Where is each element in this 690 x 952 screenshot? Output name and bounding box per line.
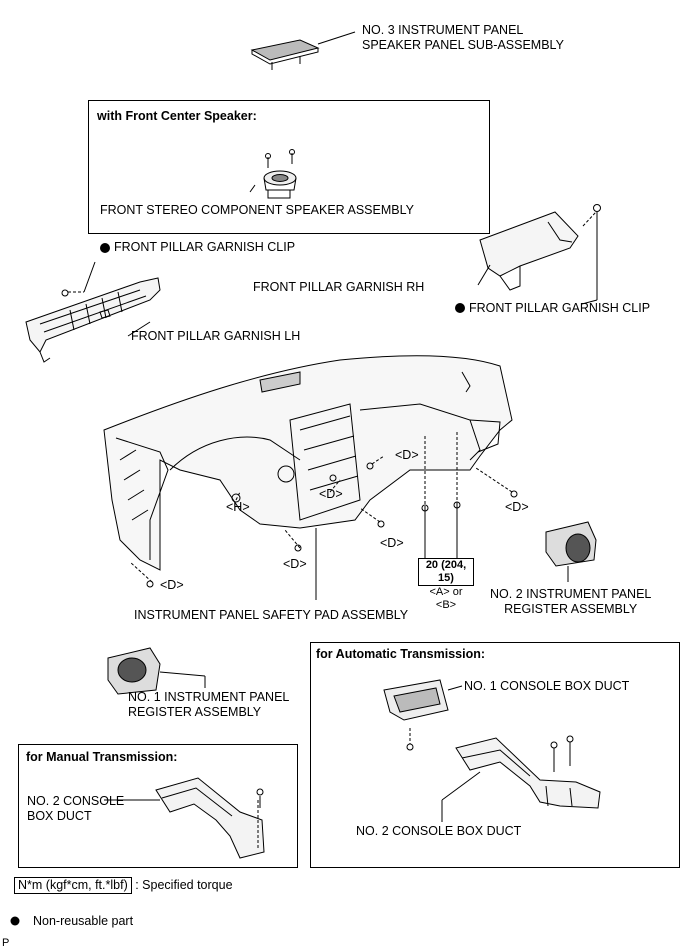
nonreusable-bullet-right-clip [455,303,465,313]
safety-pad-label: INSTRUMENT PANEL SAFETY PAD ASSEMBLY [134,608,409,622]
pillar-clip-left-label: FRONT PILLAR GARNISH CLIP [114,240,296,254]
front-center-speaker-header: with Front Center Speaker: [97,109,257,123]
ref-d-6: <D> [160,578,184,592]
no2-register-label: NO. 2 INSTRUMENT PANEL REGISTER ASSEMBLY [490,587,652,616]
torque-refs: <A> or <B> [429,586,463,611]
auto-no2-duct-part [441,735,601,822]
torque-legend: N*m (kgf*cm, ft.*lbf) : Specified torque [14,877,233,894]
pillar-garnish-lh-label: FRONT PILLAR GARNISH LH [131,329,301,343]
pillar-clip-right-label: FRONT PILLAR GARNISH CLIP [469,301,651,315]
pillar-garnish-rh-part [477,204,601,305]
pillar-garnish-lh-part [25,261,161,363]
manual-no2-duct-part [104,777,265,859]
manual-transmission-box [18,744,298,868]
no2-console-duct-auto-label: NO. 2 CONSOLE BOX DUCT [356,824,522,838]
auto-no1-duct-part [383,679,463,751]
speaker-panel-part [250,31,356,70]
torque-legend-unit: N*m (kgf*cm, ft.*lbf) [14,877,132,894]
ref-d-1: <D> [319,487,343,501]
torque-legend-text: : Specified torque [135,878,233,892]
center-speaker-part [249,149,297,199]
no1-console-duct-label: NO. 1 CONSOLE BOX DUCT [464,679,630,693]
safety-pad-part [103,355,513,571]
no2-console-duct-manual-label: NO. 2 CONSOLE BOX DUCT [27,794,125,823]
speaker-panel-label: NO. 3 INSTRUMENT PANEL SPEAKER PANEL SUB… [362,23,564,52]
ref-d-4: <D> [380,536,404,550]
nonreusable-bullet-left-clip [100,243,110,253]
front-stereo-speaker-label: FRONT STEREO COMPONENT SPEAKER ASSEMBLY [100,203,414,217]
torque-value: 20 (204, 15) [418,558,474,586]
no1-register-part [107,647,206,695]
corner-letter: P [2,937,10,949]
ref-h: <H> [226,500,250,514]
ref-d-5: <D> [283,557,307,571]
ref-d-3: <D> [505,500,529,514]
pillar-garnish-rh-label: FRONT PILLAR GARNISH RH [253,280,425,294]
torque-spec: 20 (204, 15) <A> or <B> [418,558,474,612]
ref-d-2: <D> [395,448,419,462]
automatic-transmission-box [310,642,680,868]
nonreusable-legend-bullet [10,916,20,926]
no2-register-part [545,521,597,582]
manual-transmission-header: for Manual Transmission: [26,750,178,764]
automatic-transmission-header: for Automatic Transmission: [316,647,486,661]
nonreusable-legend-text: Non-reusable part [33,914,134,928]
fastener-lines [129,432,518,600]
no1-register-label: NO. 1 INSTRUMENT PANEL REGISTER ASSEMBLY [128,690,290,719]
front-center-speaker-box [88,100,490,234]
